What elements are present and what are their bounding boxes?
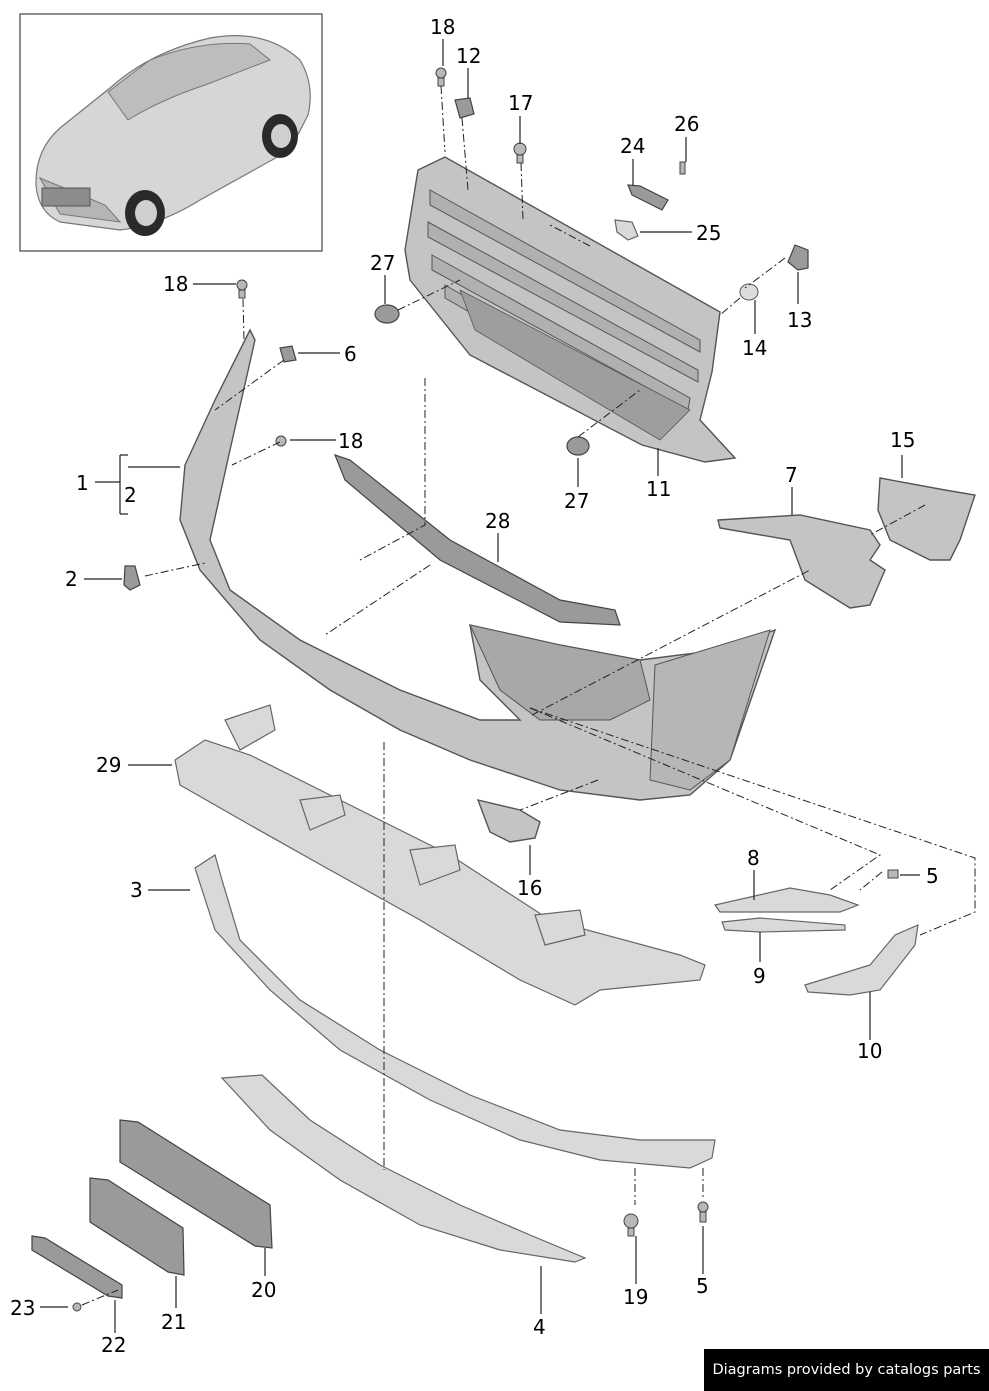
callout-1: 1: [76, 471, 89, 495]
cover-plate-lower: [721, 917, 846, 933]
callout-14: 14: [742, 336, 767, 360]
license-plate-bracket: [119, 1119, 273, 1249]
callout-29: 29: [96, 753, 121, 777]
cap-lower: [566, 436, 590, 456]
license-plate-base: [89, 1177, 185, 1276]
front-grille: [404, 156, 737, 463]
callout-3: 3: [130, 878, 143, 902]
cover-plate-upper: [713, 887, 860, 913]
side-air-intake-grille: [877, 477, 976, 561]
callout-16: 16: [517, 876, 542, 900]
callout-27-top: 27: [370, 251, 395, 275]
callout-11: 11: [646, 477, 671, 501]
cap-upper: [374, 304, 400, 324]
callout-21: 21: [161, 1310, 186, 1334]
callout-18-top: 18: [430, 15, 455, 39]
vehicle-inset: [19, 13, 323, 252]
callout-28: 28: [485, 509, 510, 533]
callout-24: 24: [620, 134, 645, 158]
callout-6: 6: [344, 342, 357, 366]
callout-7: 7: [785, 463, 798, 487]
callout-2: 2: [65, 567, 78, 591]
spoiler-lip: [194, 854, 716, 1169]
callout-8: 8: [747, 846, 760, 870]
sensor-clip: [614, 219, 639, 241]
callout-10: 10: [857, 1039, 882, 1063]
fasteners: [72, 67, 899, 1312]
assembly-lines: [81, 85, 976, 1306]
callout-18-lower: 18: [338, 429, 363, 453]
callout-2-bracket: 2: [124, 483, 137, 507]
callout-20: 20: [251, 1278, 276, 1302]
callout-5-lower: 5: [696, 1274, 709, 1298]
lower-cover: [220, 1074, 587, 1263]
grille-insert: [333, 454, 621, 626]
leader-lines: [40, 39, 920, 1333]
callout-25: 25: [696, 221, 721, 245]
sensor-unit: [787, 244, 809, 271]
bumper-reinforcement: [174, 704, 706, 1006]
callout-27-bottom: 27: [564, 489, 589, 513]
callout-13: 13: [787, 308, 812, 332]
callout-22: 22: [101, 1333, 126, 1357]
watermark-footer: Diagrams provided by catalogs parts: [704, 1349, 989, 1391]
bracket-24: [627, 184, 669, 211]
side-cover: [804, 924, 919, 996]
fog-light-trim: [476, 799, 541, 843]
screw-26: [679, 161, 686, 175]
callout-19: 19: [623, 1285, 648, 1309]
callout-18-mid: 18: [163, 272, 188, 296]
callout-26: 26: [674, 112, 699, 136]
callout-labels: 1 2 2 18 12 17 24 26 25 27 18 6 13 14 18…: [10, 15, 939, 1357]
callout-12: 12: [456, 44, 481, 68]
sensor-ring: [739, 283, 759, 301]
callout-5-upper: 5: [926, 864, 939, 888]
callout-4: 4: [533, 1315, 546, 1339]
license-plate-trim: [31, 1235, 123, 1299]
callout-17: 17: [508, 91, 533, 115]
callout-9: 9: [753, 964, 766, 988]
bumper-cover: [179, 328, 777, 801]
clip-12: [454, 97, 475, 119]
callout-15: 15: [890, 428, 915, 452]
clip-6: [279, 345, 297, 363]
air-guide-bracket: [717, 514, 886, 609]
side-bracket-left: [123, 565, 141, 591]
callout-23: 23: [10, 1296, 35, 1320]
